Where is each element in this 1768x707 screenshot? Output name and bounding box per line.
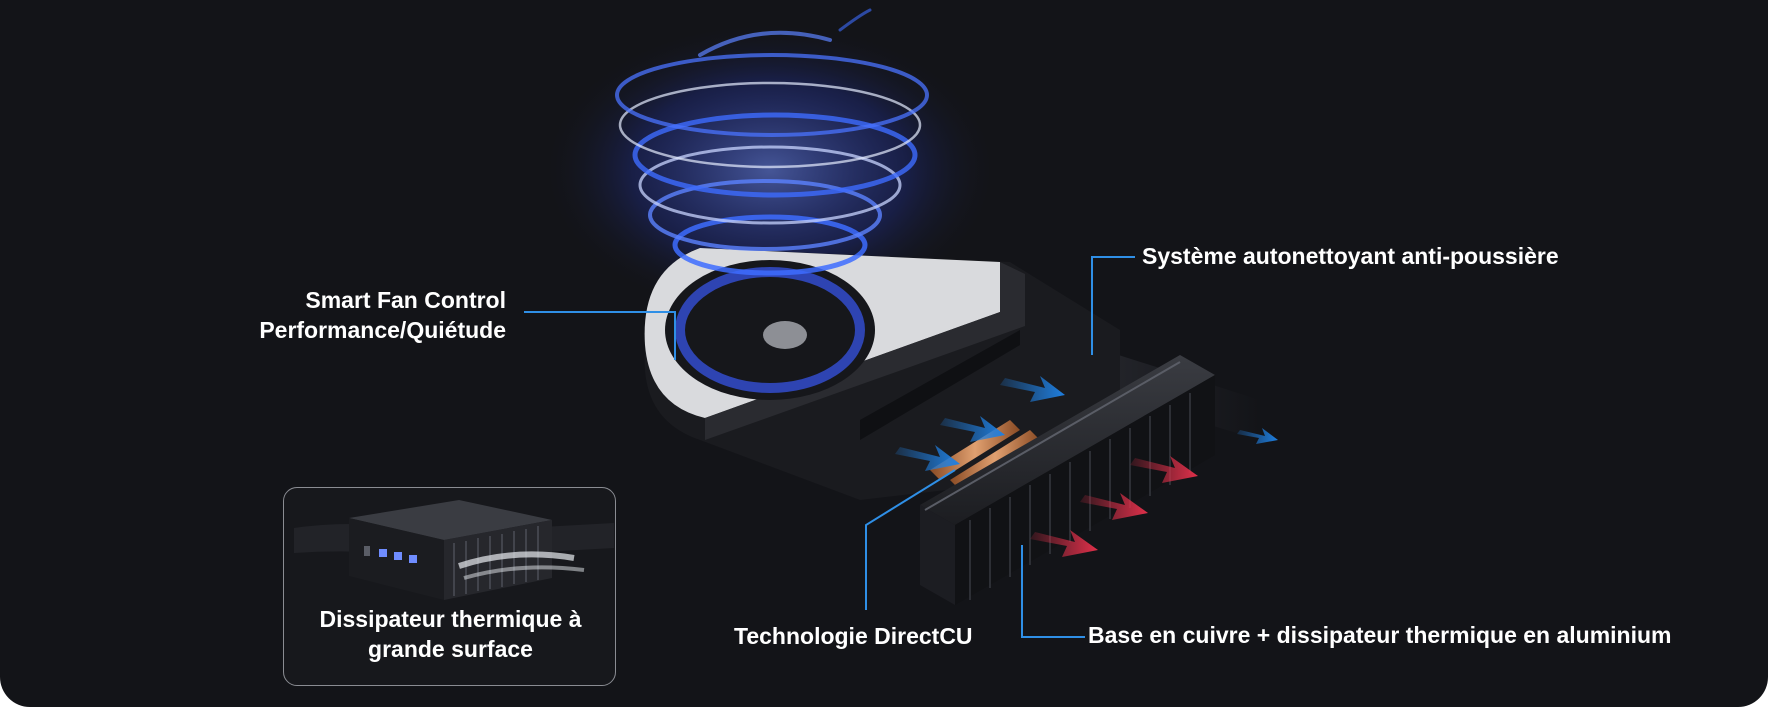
self-cleaning-label: Système autonettoyant anti-poussière [1142, 243, 1559, 269]
inset-caption-line1: Dissipateur thermique à [319, 606, 582, 632]
copper-base-label: Base en cuivre + dissipateur thermique e… [1088, 622, 1672, 648]
airflow-vortex-icon [615, 8, 929, 276]
callout-line-directcu [865, 469, 956, 610]
callout-lines [524, 256, 1135, 638]
vortex-glow [540, 20, 1000, 320]
inset-caption-line2: grande surface [368, 636, 533, 662]
callout-line-self-cleaning [1091, 256, 1135, 355]
smart-fan-label: Smart Fan Control Performance/Quiétude [259, 285, 506, 345]
callout-line-copper-base [1021, 545, 1085, 638]
smart-fan-label-line1: Smart Fan Control [305, 287, 506, 313]
intake-arrows [895, 376, 1278, 471]
callout-line-smart-fan [524, 311, 676, 360]
smart-fan-label-line2: Performance/Quiétude [259, 317, 506, 343]
large-heatsink-inset: Dissipateur thermique à grande surface [283, 487, 616, 686]
heatsink-fins-icon [920, 355, 1215, 605]
directcu-label: Technologie DirectCU [734, 623, 973, 649]
exhaust-arrows [1030, 456, 1198, 557]
inset-caption: Dissipateur thermique à grande surface [284, 604, 615, 664]
mini-pc-icon [294, 500, 614, 600]
